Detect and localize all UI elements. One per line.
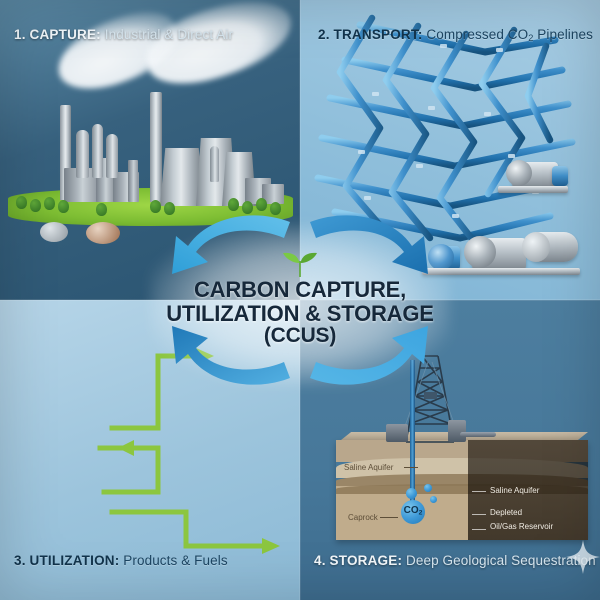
caption-storage-keyword: STORAGE:	[329, 553, 403, 568]
cooling-tower-icon	[160, 148, 204, 206]
silo-icon	[210, 146, 219, 182]
tree-icon	[256, 198, 267, 211]
cycle-arrow-top-right	[310, 215, 428, 274]
title-line-2: UTILIZATION & STORAGE	[166, 300, 434, 326]
tree-icon	[96, 203, 107, 216]
ccus-cycle-arrows	[172, 215, 428, 385]
capture-unit-icon	[86, 222, 120, 244]
silo-icon	[106, 134, 118, 178]
silo-icon	[76, 130, 89, 178]
compressor-motor-icon	[552, 166, 568, 186]
caption-transport-subtitle-a: Compressed CO	[426, 27, 529, 42]
caption-capture: 1. CAPTURE: Industrial & Direct Air	[14, 27, 233, 42]
panel-transport	[300, 0, 600, 300]
strata-shadow-face	[468, 440, 588, 540]
co2-label: CO2	[403, 505, 423, 517]
caption-utilization: 3. UTILIZATION: Products & Fuels	[14, 553, 228, 568]
leader-line	[472, 491, 486, 492]
label-saline-aquifer-right: Saline Aquifer	[490, 486, 540, 495]
title-line-1: CARBON CAPTURE,	[193, 277, 407, 302]
leader-line	[472, 514, 486, 515]
caption-transport: 2. TRANSPORT: Compressed CO2 Pipelines	[318, 27, 593, 43]
page-title: CARBON CAPTURE, UTILIZATION & STORAGE (C…	[140, 278, 460, 348]
sparkle-icon	[566, 540, 600, 574]
leader-line	[380, 517, 398, 518]
cycle-arrow-bottom-left	[172, 326, 290, 385]
smokestack-icon	[60, 105, 71, 200]
wellhead-building	[386, 424, 408, 442]
tree-icon	[44, 197, 55, 210]
caption-storage-subtitle: Deep Geological Sequestration	[406, 553, 596, 568]
compressor-skid	[498, 186, 568, 193]
tree-icon	[58, 200, 69, 213]
caption-transport-subscript: 2	[528, 33, 534, 44]
caption-utilization-subtitle: Products & Fuels	[123, 553, 228, 568]
tree-icon	[228, 198, 239, 211]
title-line-3: (CCUS)	[263, 324, 337, 348]
leader-line	[404, 467, 418, 468]
tree-icon	[270, 202, 281, 215]
co2-bubble-small	[430, 496, 437, 503]
caption-capture-subtitle: Industrial & Direct Air	[104, 27, 234, 42]
geological-cross-section	[336, 440, 588, 540]
caption-utilization-number: 3.	[14, 553, 26, 568]
smokestack-icon	[150, 92, 162, 202]
silo-icon	[92, 124, 103, 178]
co2-injection-bubble	[401, 500, 425, 524]
caption-transport-keyword: TRANSPORT:	[333, 27, 423, 42]
plant-building	[128, 160, 138, 202]
cycle-arrow-top-left	[172, 215, 290, 274]
plant-building	[262, 184, 284, 204]
co2-bubble-small	[424, 484, 432, 492]
strata-seam	[336, 484, 588, 494]
compressor-fan-icon	[506, 160, 532, 186]
label-caprock: Caprock	[348, 513, 378, 522]
caption-transport-number: 2.	[318, 27, 330, 42]
platform-rail	[460, 432, 496, 437]
compressor-skid	[422, 268, 580, 275]
pipeline-network-icon	[314, 14, 576, 248]
caption-utilization-keyword: UTILIZATION:	[29, 553, 120, 568]
tree-icon	[16, 196, 27, 209]
tank-end-icon	[522, 232, 550, 262]
tree-icon	[150, 200, 161, 213]
tree-icon	[164, 202, 175, 215]
caption-transport-subtitle-b: Pipelines	[533, 27, 593, 42]
tree-icon	[242, 201, 253, 214]
caption-capture-keyword: CAPTURE:	[29, 27, 101, 42]
panel-capture	[0, 0, 300, 300]
wellbore-pipe	[410, 360, 415, 505]
label-saline-aquifer-left: Saline Aquifer	[344, 463, 394, 472]
caption-storage: 4. STORAGE: Deep Geological Sequestratio…	[314, 553, 596, 568]
wellhead-building	[448, 420, 466, 442]
label-depleted-line2: Oil/Gas Reservoir	[490, 522, 554, 531]
caption-capture-number: 1.	[14, 27, 26, 42]
tree-icon	[30, 199, 41, 212]
co2-bubble-small	[406, 488, 417, 499]
label-depleted-line1: Depleted	[490, 508, 523, 517]
leaf-sprout-icon	[283, 252, 317, 278]
compressor-fan-icon	[464, 236, 496, 268]
cycle-arrow-bottom-right	[310, 326, 428, 385]
leader-line	[472, 529, 486, 530]
capture-unit-icon	[40, 222, 68, 242]
caption-storage-number: 4.	[314, 553, 326, 568]
